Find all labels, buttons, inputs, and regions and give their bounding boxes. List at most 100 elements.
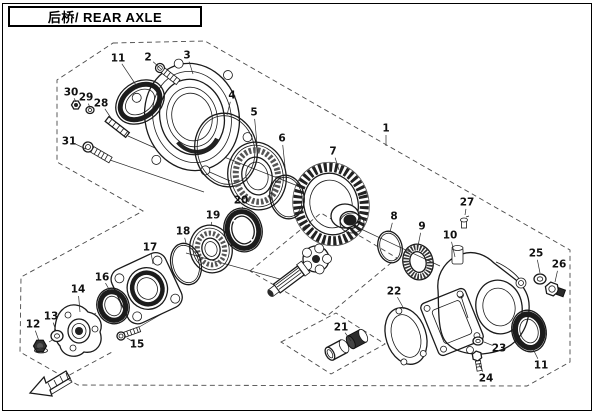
callout-leader-23 (483, 341, 493, 346)
callout-leader-13 (52, 322, 57, 332)
part-output-flange (54, 304, 102, 357)
callout-24: 24 (479, 373, 494, 385)
part-drain-bolt-24 (471, 350, 483, 372)
callout-leader-5 (254, 118, 258, 145)
callout-leader-17 (150, 253, 154, 265)
callout-leader-28 (104, 108, 112, 119)
callout-leader-16 (105, 282, 111, 292)
callout-21: 21 (334, 322, 349, 334)
part-needle-bearing (402, 243, 434, 281)
callout-13: 13 (44, 311, 59, 323)
bushing-set-boundary (280, 312, 386, 375)
callout-11: 11 (111, 53, 126, 65)
part-bearing-carrier (131, 58, 253, 176)
callout-27: 27 (460, 197, 475, 209)
callout-16: 16 (95, 272, 110, 284)
callout-17: 17 (143, 242, 158, 254)
part-washer-29 (85, 105, 95, 115)
callout-leader-27 (464, 208, 467, 216)
callout-leader-10 (451, 241, 456, 258)
part-drain-plug-26 (544, 281, 567, 298)
callout-30: 30 (64, 87, 79, 99)
callout-leader-4 (226, 101, 231, 116)
axis-lines (48, 135, 441, 343)
callout-14: 14 (71, 284, 86, 296)
part-o-ring-6 (269, 174, 305, 220)
part-bolt-15 (116, 326, 142, 341)
callout-leader-12 (34, 330, 40, 342)
callout-leader-14 (78, 295, 81, 313)
page-title: 后桥/ REAR AXLE (47, 10, 163, 25)
part-bevel-gear (292, 161, 370, 247)
callout-15: 15 (130, 339, 145, 351)
gear-set-boundary (249, 212, 398, 317)
callout-leader-3 (188, 61, 194, 75)
part-seal-washer-25 (533, 273, 547, 285)
part-spring-28 (104, 115, 131, 139)
part-oil-seal-16 (96, 287, 130, 325)
callout-leader-2 (152, 61, 162, 70)
callout-leader-29 (88, 103, 91, 109)
assembly-boundary (19, 40, 571, 387)
callout-22: 22 (387, 286, 402, 298)
callout-leader-7 (334, 157, 340, 171)
part-nut-12 (32, 339, 48, 354)
callout-1: 1 (382, 123, 389, 135)
callout-23: 23 (492, 343, 507, 355)
callout-20: 20 (234, 195, 249, 207)
callout-31: 31 (62, 136, 77, 148)
callout-28: 28 (94, 98, 109, 110)
callout-8: 8 (390, 211, 397, 223)
part-bolt-31 (82, 141, 113, 164)
callout-18: 18 (176, 226, 191, 238)
part-washer-23 (472, 336, 484, 346)
callout-7: 7 (329, 146, 336, 158)
part-breather-plug (460, 215, 470, 229)
callout-12: 12 (26, 319, 41, 331)
callout-leader-8 (389, 222, 393, 233)
part-pinion-shaft (267, 243, 332, 298)
part-nut-30 (70, 100, 82, 110)
title-box: 后桥/ REAR AXLE (8, 6, 202, 27)
part-gasket-22 (384, 307, 428, 366)
part-o-ring-18 (169, 242, 203, 286)
callout-2: 2 (144, 52, 151, 64)
callout-26: 26 (552, 259, 567, 271)
part-bearing-plate (110, 252, 183, 325)
part-bearing-5 (227, 141, 287, 211)
callout-4: 4 (228, 90, 235, 102)
part-axle-housing (420, 245, 530, 357)
callout-leader-18 (184, 237, 187, 244)
callout-leader-30 (73, 98, 77, 103)
callout-leader-6 (282, 144, 287, 177)
callout-leader-25 (537, 259, 541, 274)
callout-3: 3 (183, 50, 190, 62)
callout-11: 11 (534, 360, 549, 372)
callout-leader-21 (344, 332, 352, 342)
callout-19: 19 (206, 210, 221, 222)
part-retainer-20 (223, 207, 263, 253)
callout-leader-31 (75, 143, 87, 150)
part-bushing-21 (324, 328, 369, 361)
callout-leader-11 (121, 63, 137, 86)
callout-29: 29 (79, 92, 94, 104)
callout-6: 6 (278, 133, 285, 145)
callout-9: 9 (418, 221, 425, 233)
part-washer-13 (50, 329, 64, 343)
part-retaining-ring-4 (194, 112, 258, 188)
callout-leader-9 (417, 232, 421, 247)
part-o-ring-8 (377, 230, 403, 264)
callout-25: 25 (529, 248, 544, 260)
callout-leader-11 (532, 348, 539, 359)
part-oil-seal-top (115, 79, 165, 125)
front-direction-arrow-icon (28, 370, 73, 397)
callout-leader-22 (397, 296, 405, 310)
callout-leader-24 (478, 363, 484, 372)
callout-10: 10 (443, 230, 458, 242)
part-oil-seal-bottom (511, 309, 547, 353)
callout-leader-19 (210, 221, 213, 227)
callout-5: 5 (250, 107, 257, 119)
